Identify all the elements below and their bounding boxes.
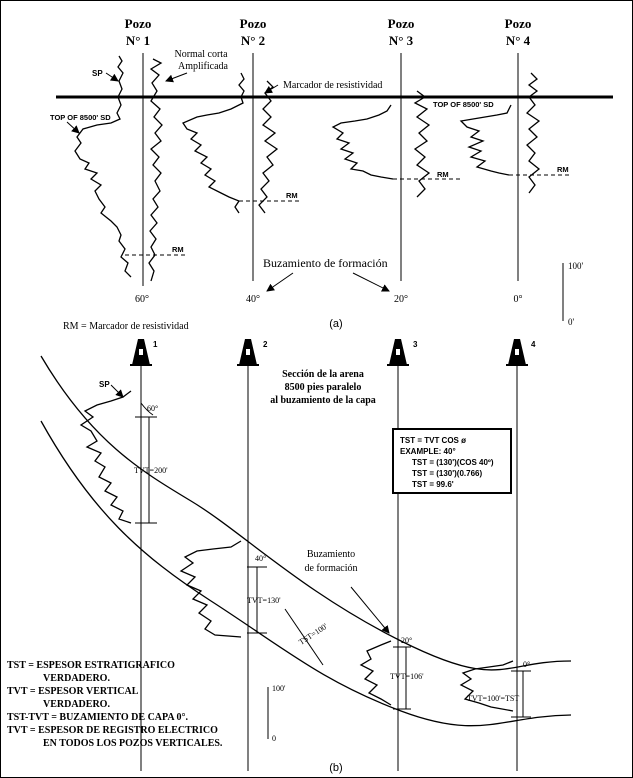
section-sp-curve-1 (79, 390, 132, 524)
scale-bottom-100: 100' (272, 684, 286, 693)
section-title-3: al buzamiento de la capa (270, 395, 376, 406)
scale-bottom-0: 0 (272, 734, 276, 743)
rig-2-number: 2 (263, 340, 268, 349)
tvt-130-label: TVT=130' (247, 596, 281, 605)
normal-corta-label: Normal corta (174, 49, 228, 60)
well-4-name: Pozo (505, 16, 532, 31)
caption-b: (b) (329, 762, 342, 774)
well-3-sp-curve (331, 104, 394, 180)
legend-2-cont: VERDADERO. (43, 699, 110, 710)
well-3-resistivity-curve (413, 90, 431, 198)
well-2-name: Pozo (240, 16, 267, 31)
well-2-number: N° 2 (241, 33, 265, 48)
angle-20: 20° (394, 294, 408, 305)
rig-3-number: 3 (413, 340, 418, 349)
well-2-sp-curve (182, 72, 245, 214)
formula-line-1: TST = TVT COS ø (400, 436, 466, 445)
well-1-rm-label: RM (172, 245, 184, 254)
formula-line-3: TST = (130')(COS 40º) (412, 458, 494, 467)
angle-60-bottom: 60° (147, 404, 158, 413)
well-headers: Pozo N° 1 Pozo N° 2 Pozo N° 3 Pozo N° 4 (125, 16, 532, 48)
sp-label-bottom: SP (99, 380, 110, 389)
formula-box (392, 428, 512, 494)
tst-100-dimension (284, 608, 324, 666)
legend-4: TVT = ESPESOR DE REGISTRO ELECTRICO (7, 725, 218, 736)
formula-line-5: TST = 99.6' (412, 480, 454, 489)
angle-0: 0° (514, 294, 523, 305)
angle-40-bottom: 40° (255, 554, 266, 563)
dip-arrow-left (266, 272, 294, 292)
well-4-resistivity-curve (525, 72, 541, 194)
angle-20-bottom: 20° (401, 636, 412, 645)
rig-1-number: 1 (153, 340, 158, 349)
scale-top-0: 0' (568, 317, 575, 327)
well-3-name: Pozo (388, 16, 415, 31)
tvt-200-label: TVT=200' (134, 466, 168, 475)
dip-arrow-right (352, 272, 390, 292)
dip-arrow-bottom (350, 586, 390, 634)
dip-label-top: Buzamiento de formación (263, 256, 388, 270)
bed-bottom-boundary (40, 420, 572, 727)
legend-4-cont: EN TODOS LOS POZOS VERTICALES. (43, 738, 223, 749)
well-4-rm-label: RM (557, 165, 569, 174)
legend-2: TVT = ESPESOR VERTICAL (7, 686, 139, 697)
well-4-number: N° 4 (506, 33, 531, 48)
section-title-2: 8500 pies paralelo (285, 382, 362, 393)
amplificada-label: Amplificada (178, 61, 229, 72)
tvt-tst-label: TVT=100'=TST (467, 694, 519, 703)
section-title-1: Sección de la arena (282, 369, 364, 380)
well-3-rm-label: RM (437, 170, 449, 179)
well-1-number: N° 1 (126, 33, 150, 48)
legend-3: TST-TVT = BUZAMIENTO DE CAPA 0°. (7, 712, 189, 723)
formula-line-2: EXAMPLE: 40° (400, 447, 456, 456)
top-sd-label-right: TOP OF 8500' SD (433, 100, 494, 109)
caption-a: (a) (329, 318, 342, 330)
well-1-resistivity-curve (148, 58, 163, 282)
rm-legend: RM = Marcador de resistividad (63, 321, 189, 332)
sp-arrow-top (105, 72, 119, 82)
tvt-106-label: TVT=106' (390, 672, 424, 681)
section-sp-curve-2 (179, 540, 242, 638)
angle-60: 60° (135, 294, 149, 305)
well-4-sp-curve (459, 104, 512, 176)
amplified-arrow (165, 72, 188, 83)
dip-label-bottom-1: Buzamiento (307, 549, 355, 560)
angle-0-bottom: 0° (523, 660, 530, 669)
formula-line-4: TST = (130')(0.766) (412, 469, 482, 478)
rig-icons (130, 339, 528, 366)
angle-40: 40° (246, 294, 260, 305)
dip-label-bottom-2: de formación (304, 563, 357, 574)
section-sp-curve-4 (459, 660, 514, 712)
sp-label-top: SP (92, 69, 103, 78)
top-sd-label-left: TOP OF 8500' SD (50, 113, 111, 122)
legend: TST = ESPESOR ESTRATIGRAFICO VERDADERO. … (7, 660, 223, 749)
scale-top-100: 100' (568, 261, 584, 271)
well-1-sp-curve (74, 55, 132, 278)
resistivity-marker-label: Marcador de resistividad (283, 80, 382, 91)
rig-3-icon (387, 339, 409, 366)
legend-1-cont: VERDADERO. (43, 673, 110, 684)
sp-arrow-bottom (110, 384, 124, 398)
well-3-number: N° 3 (389, 33, 414, 48)
rig-4-icon (506, 339, 528, 366)
angle-60-arc (140, 402, 154, 416)
bed-top-boundary (40, 355, 572, 671)
well-2-rm-label: RM (286, 191, 298, 200)
rig-1-icon (130, 339, 152, 366)
rig-2-icon (237, 339, 259, 366)
well-1-name: Pozo (125, 16, 152, 31)
rig-4-number: 4 (531, 340, 536, 349)
section-sp-curve-3 (359, 640, 392, 706)
top-sd-arrow-left (66, 121, 80, 134)
legend-1: TST = ESPESOR ESTRATIGRAFICO (7, 660, 175, 671)
well-2-resistivity-curve (258, 80, 279, 214)
